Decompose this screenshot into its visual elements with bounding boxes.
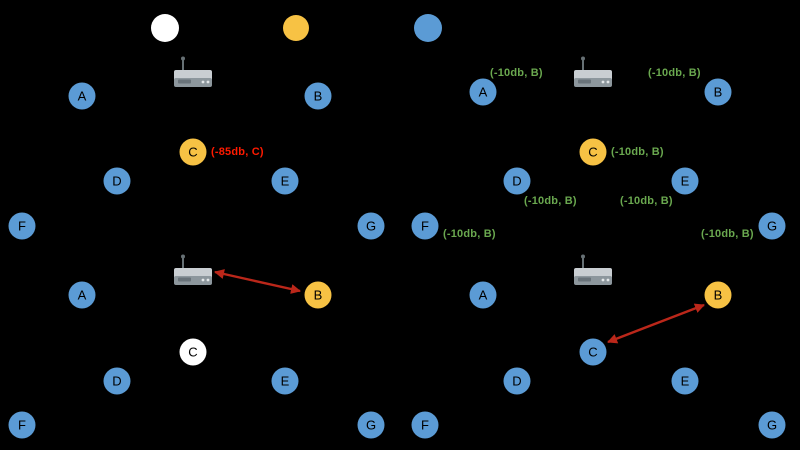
node-label: C [588,144,598,160]
node-bottom-left-G: G [357,411,385,439]
node-label: C [188,144,198,160]
node-top-right-C: C [579,138,607,166]
node-top-right-F: F [411,212,439,240]
node-label: D [112,173,122,189]
node-bottom-left-C: C [179,338,207,366]
node-label: A [478,84,488,100]
node-label: E [280,173,290,189]
wireless-router-icon-bottom-left [170,252,216,292]
signal-annotation: (-10db, B) [611,146,664,158]
node-top-left-E: E [271,167,299,195]
legend-dot-white [151,14,179,42]
node-bottom-right-E: E [671,367,699,395]
node-top-left-A: A [68,82,96,110]
wireless-router-glyph [574,254,612,285]
node-top-left-F: F [8,212,36,240]
node-top-right-A: A [469,78,497,106]
node-label: B [313,88,323,104]
node-bottom-left-E: E [271,367,299,395]
signal-annotation: (-10db, B) [620,195,673,207]
signal-annotation: (-10db, B) [701,228,754,240]
signal-annotation: (-10db, B) [648,67,701,79]
node-top-right-D: D [503,167,531,195]
node-bottom-right-B: B [704,281,732,309]
signal-annotation: (-10db, B) [524,195,577,207]
node-label: G [766,417,778,433]
node-top-right-E: E [671,167,699,195]
association-arrow [214,269,301,294]
node-label: A [77,287,87,303]
node-bottom-right-A: A [469,281,497,309]
wireless-router-glyph [174,254,212,285]
legend-dot-yellow [283,15,309,41]
signal-annotation: (-85db, C) [211,146,264,158]
node-label: F [18,218,26,234]
node-label: G [365,417,377,433]
node-label: B [713,287,723,303]
node-label: D [512,173,522,189]
node-bottom-left-D: D [103,367,131,395]
node-label: F [421,218,429,234]
node-label: G [365,218,377,234]
node-label: C [588,344,598,360]
wireless-router-glyph [574,56,612,87]
node-top-right-B: B [704,78,732,106]
node-bottom-left-B: B [304,281,332,309]
node-top-left-D: D [103,167,131,195]
node-label: F [421,417,429,433]
wireless-router-icon-top-right [570,54,616,94]
node-bottom-left-F: F [8,411,36,439]
node-label: A [478,287,488,303]
node-label: E [280,373,290,389]
association-arrow [607,303,705,344]
node-bottom-right-F: F [411,411,439,439]
node-label: E [680,373,690,389]
signal-annotation: (-10db, B) [443,228,496,240]
node-label: D [112,373,122,389]
node-bottom-right-D: D [503,367,531,395]
wireless-router-icon-bottom-right [570,252,616,292]
node-label: E [680,173,690,189]
node-bottom-right-G: G [758,411,786,439]
wireless-router-glyph [174,56,212,87]
node-top-left-C: C [179,138,207,166]
node-top-left-G: G [357,212,385,240]
node-top-left-B: B [304,82,332,110]
node-label: C [188,344,198,360]
node-bottom-left-A: A [68,281,96,309]
signal-annotation: (-10db, B) [490,67,543,79]
node-label: G [766,218,778,234]
node-label: D [512,373,522,389]
wireless-router-icon-top-left [170,54,216,94]
legend-dot-blue [414,14,442,42]
node-label: B [713,84,723,100]
node-label: B [313,287,323,303]
node-label: A [77,88,87,104]
node-top-right-G: G [758,212,786,240]
node-bottom-right-C: C [579,338,607,366]
node-label: F [18,417,26,433]
